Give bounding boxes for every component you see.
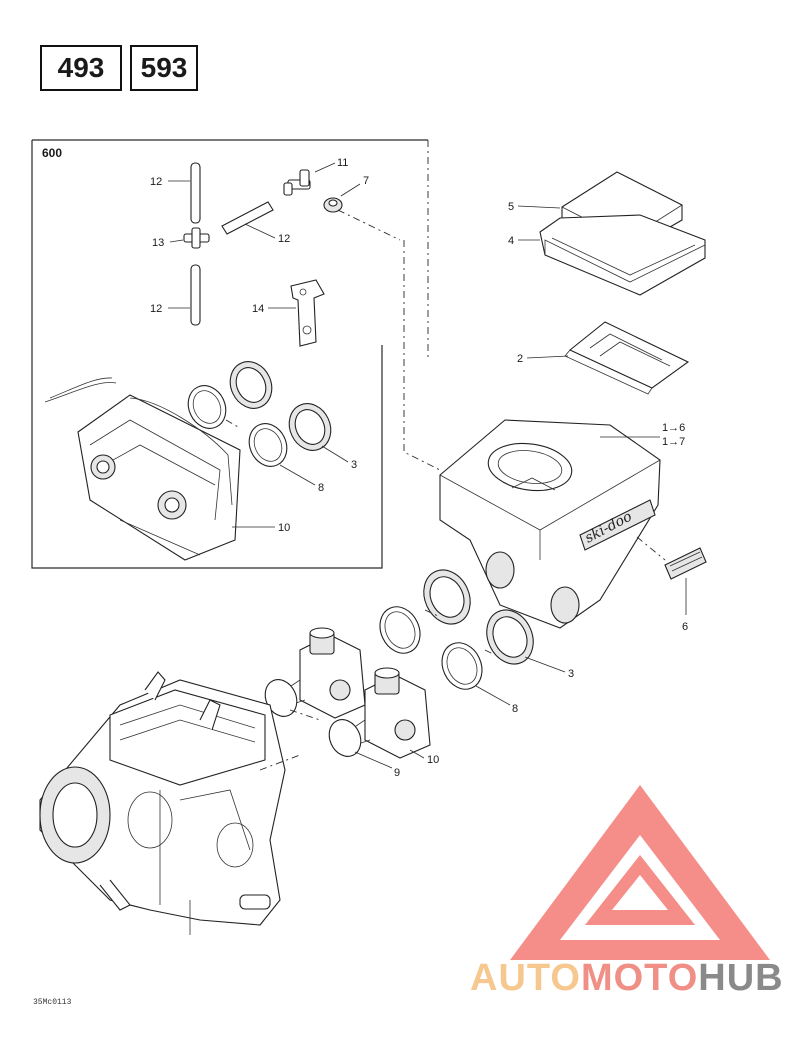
carburetor-assembly-inset [44, 377, 241, 561]
watermark-logo-icon [510, 785, 770, 960]
clamp-main-upper [379, 606, 421, 654]
watermark-brand: AUTOMOTOHUB [470, 957, 784, 999]
inset-frame-600: 600 [31, 139, 429, 569]
carburetor-main-left [284, 627, 366, 719]
callout-12-lower: 12 [150, 303, 162, 315]
engine-block [39, 671, 286, 935]
decal-6 [664, 547, 707, 580]
air-silencer-1: ski-doo [439, 419, 661, 629]
callout-13: 13 [152, 237, 164, 249]
model-code-box-593: 593 [130, 45, 198, 91]
boot-inset-3 [288, 403, 332, 451]
callout-6: 6 [682, 621, 688, 633]
callout-4: 4 [508, 235, 514, 247]
carburetor-main-right [349, 667, 431, 759]
tee-fitting-13 [183, 227, 210, 249]
filter-tray-4 [539, 214, 706, 296]
callout-3-main: 3 [568, 668, 574, 680]
callout-7: 7 [363, 175, 369, 187]
model-code-box-493: 493 [40, 45, 122, 91]
drawing-reference: 35Mc0113 [33, 998, 72, 1007]
callout-12-upper: 12 [150, 176, 162, 188]
inset-label: 600 [42, 146, 62, 160]
nut-7 [323, 197, 343, 213]
callout-12-diagonal: 12 [278, 233, 290, 245]
callout-10-main: 10 [427, 754, 439, 766]
watermark-hub: HUB [698, 957, 783, 999]
clamp-inset-upper [187, 385, 227, 429]
watermark-auto: AUTO [470, 957, 581, 999]
callout-10-inset: 10 [278, 522, 290, 534]
callout-1-7: 1→7 [662, 436, 685, 448]
clamp-main-8 [441, 642, 483, 690]
hose-12-diagonal [221, 201, 274, 235]
callout-14: 14 [252, 303, 264, 315]
clamp-inset-8 [248, 423, 288, 467]
plate-2 [564, 321, 690, 395]
callout-11: 11 [337, 157, 348, 169]
callout-3-inset: 3 [351, 459, 357, 471]
hose-12-lower [190, 264, 201, 326]
boot-main-upper [423, 569, 471, 625]
callout-5: 5 [508, 201, 514, 213]
bracket-14 [290, 279, 325, 347]
elbow-fitting-11 [283, 169, 311, 196]
callout-1-6: 1→6 [662, 422, 685, 434]
callout-9: 9 [394, 767, 400, 779]
clamp-main-9 [328, 719, 362, 757]
boot-inset-upper [229, 361, 273, 409]
callout-8-main: 8 [512, 703, 518, 715]
callout-8-inset: 8 [318, 482, 324, 494]
watermark-moto: MOTO [581, 957, 698, 999]
hose-12-upper [190, 162, 201, 224]
callout-2: 2 [517, 353, 523, 365]
boot-main-3 [486, 609, 534, 665]
